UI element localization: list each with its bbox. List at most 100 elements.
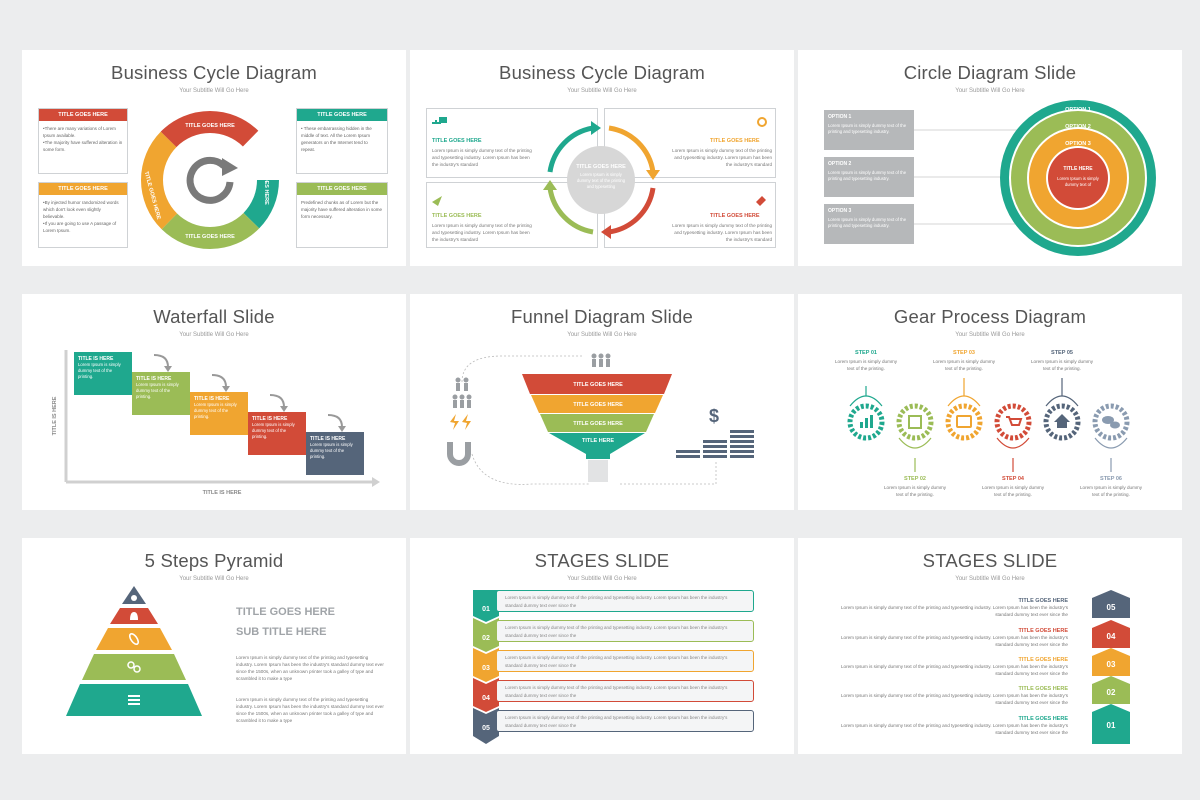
stage-text-bar: Lorem Ipsum is simply dummy text of the … xyxy=(496,710,754,732)
step-text: Lorem Ipsum is simply dummy text of the … xyxy=(932,359,996,371)
stage-number: 02 xyxy=(1107,688,1116,697)
step-text: Lorem Ipsum is simply dummy text of the … xyxy=(252,422,295,439)
cycle-ring: TITLE GOES HERE TITLE GOES HERE TITLE GO… xyxy=(141,111,279,249)
step-label: STEP 02 xyxy=(904,476,926,482)
ring-label: TITLE GOES HERE xyxy=(185,123,235,129)
text-box-lightgreen: TITLE GOES HERE Predefined chunks as of … xyxy=(296,182,388,248)
box-text: •The majority have suffered alteration i… xyxy=(43,140,123,152)
gear-icon xyxy=(1043,403,1081,441)
quadrant-top-right xyxy=(604,108,776,178)
quadrant-text: Lorem Ipsum is simply dummy text of the … xyxy=(672,223,772,242)
coin-stacks-icon xyxy=(676,430,754,458)
box-title: TITLE GOES HERE xyxy=(39,109,127,121)
funnel-label: TITLE GOES HERE xyxy=(573,382,623,388)
bar-chart-icon xyxy=(860,422,863,428)
stage-number: 01 xyxy=(482,606,490,613)
slide-stages-stack[interactable]: STAGES SLIDE Your Subtitle Will Go Here … xyxy=(798,538,1182,754)
step-title: TITLE IS HERE xyxy=(194,396,230,402)
step-label: STEP 05 xyxy=(1051,350,1073,356)
step-text: Lorem Ipsum is simply dummy text of the … xyxy=(194,402,237,419)
stage-chevron xyxy=(473,618,499,652)
slide-waterfall[interactable]: Waterfall Slide Your Subtitle Will Go He… xyxy=(22,294,406,510)
step-text: Lorem Ipsum is simply dummy text of the … xyxy=(136,382,179,399)
stage-chevron xyxy=(473,648,499,682)
lightning-icon xyxy=(462,414,471,430)
people-icon xyxy=(591,353,611,367)
stage-number: 04 xyxy=(1107,632,1116,641)
star-icon xyxy=(131,595,137,601)
stage-arrow xyxy=(1092,704,1130,744)
slide-pyramid[interactable]: 5 Steps Pyramid Your Subtitle Will Go He… xyxy=(22,538,406,754)
slide-title: Waterfall Slide xyxy=(153,306,275,327)
slide-subtitle: Your Subtitle Will Go Here xyxy=(179,332,249,338)
slide-title: Funnel Diagram Slide xyxy=(511,306,693,327)
step-label: STEP 01 xyxy=(855,350,877,356)
slide-circle-diagram[interactable]: Circle Diagram Slide Your Subtitle Will … xyxy=(798,50,1182,266)
step-text: Lorem Ipsum is simply dummy text of the … xyxy=(310,442,353,459)
slide-business-cycle-ring[interactable]: Business Cycle Diagram Your Subtitle Wil… xyxy=(22,50,406,266)
stage-arrow xyxy=(1092,590,1130,618)
center-circle xyxy=(567,146,635,214)
option-box: OPTION 3 Lorem Ipsum is simply dummy tex… xyxy=(824,204,914,244)
stage-text-bar: Lorem Ipsum is simply dummy text of the … xyxy=(496,680,754,702)
option-label: OPTION 1 xyxy=(828,114,852,120)
quadrant-bottom-left xyxy=(426,182,598,248)
stage-text: Lorem Ipsum is simply dummy text of the … xyxy=(840,635,1068,647)
waterfall-axes: TITLE IS HERE TITLE IS HERE xyxy=(52,350,380,496)
pyramid-level-3 xyxy=(96,628,172,650)
text-box-orange: TITLE GOES HERE •By injected humor rando… xyxy=(38,182,128,248)
slide-subtitle: Your Subtitle Will Go Here xyxy=(179,88,249,94)
gear-icon xyxy=(945,403,983,441)
stage-number: 02 xyxy=(482,635,490,642)
step-title: TITLE IS HERE xyxy=(310,436,346,442)
slide-subtitle: Your Subtitle Will Go Here xyxy=(955,88,1025,94)
step-title: TITLE IS HERE xyxy=(252,416,288,422)
stage-chevron xyxy=(473,678,499,712)
stage-chevrons: 01 02 03 04 05 xyxy=(473,590,499,744)
slide-title: 5 Steps Pyramid xyxy=(144,550,284,571)
cycle-arrows: TITLE GOES HERE xyxy=(432,117,767,239)
stage-arrow xyxy=(1092,620,1130,648)
download-icon xyxy=(432,117,447,124)
box-title: TITLE GOES HERE xyxy=(39,183,127,195)
quadrant-text: Lorem Ipsum is simply dummy text of the … xyxy=(672,148,772,167)
pyramid-paragraph: Lorem Ipsum is simply dummy text of the … xyxy=(236,697,384,723)
ring-segment-lightgreen xyxy=(141,111,279,249)
quadrant-title: TITLE GOES HERE xyxy=(710,138,760,144)
dollar-icon: $ xyxy=(709,406,719,426)
stage-text: Lorem Ipsum is simply dummy text of the … xyxy=(840,693,1068,705)
step-label: STEP 06 xyxy=(1100,476,1122,482)
cart-icon xyxy=(1006,416,1023,426)
option-label: OPTION 3 xyxy=(828,208,852,214)
funnel-graphic: TITLE GOES HERE TITLE GOES HERE TITLE GO… xyxy=(447,353,754,485)
stage-title: TITLE GOES HERE xyxy=(1018,716,1068,722)
text-box-red: TITLE GOES HERE •There are many variatio… xyxy=(38,108,128,174)
concentric-circles: OPTION 1 OPTION 2 OPTION 3 TITLE HERE xyxy=(914,100,1156,256)
stage-title: TITLE GOES HERE xyxy=(1018,657,1068,663)
stage-arrows: 05 04 03 02 01 xyxy=(1092,590,1130,744)
stage-arrow xyxy=(1092,676,1130,704)
text-box-green: TITLE GOES HERE • These embarrassing hid… xyxy=(296,108,388,174)
step-title: TITLE IS HERE xyxy=(78,356,114,362)
option-box: OPTION 1 Lorem Ipsum is simply dummy tex… xyxy=(824,110,914,150)
link-icon xyxy=(127,661,135,669)
stage-number: 04 xyxy=(482,695,490,702)
pyramid-subheading: SUB TITLE HERE xyxy=(236,626,327,638)
ring-label: OPTION 3 xyxy=(1065,141,1091,147)
slide-business-cycle-quadrants[interactable]: Business Cycle Diagram Your Subtitle Wil… xyxy=(410,50,794,266)
option-text: Lorem Ipsum is simply dummy text of the … xyxy=(828,217,907,228)
slide-title: STAGES SLIDE xyxy=(922,550,1058,571)
x-axis-label: TITLE IS HERE xyxy=(203,490,242,496)
slide-stages-ribbon[interactable]: STAGES SLIDE Your Subtitle Will Go Here … xyxy=(410,538,794,754)
slide-gear-process[interactable]: Gear Process Diagram Your Subtitle Will … xyxy=(798,294,1182,510)
funnel-label: TITLE GOES HERE xyxy=(573,421,623,427)
slide-funnel[interactable]: Funnel Diagram Slide Your Subtitle Will … xyxy=(410,294,794,510)
stage-text: Lorem Ipsum is simply dummy text of the … xyxy=(840,605,1068,617)
gear-icon xyxy=(847,403,885,441)
